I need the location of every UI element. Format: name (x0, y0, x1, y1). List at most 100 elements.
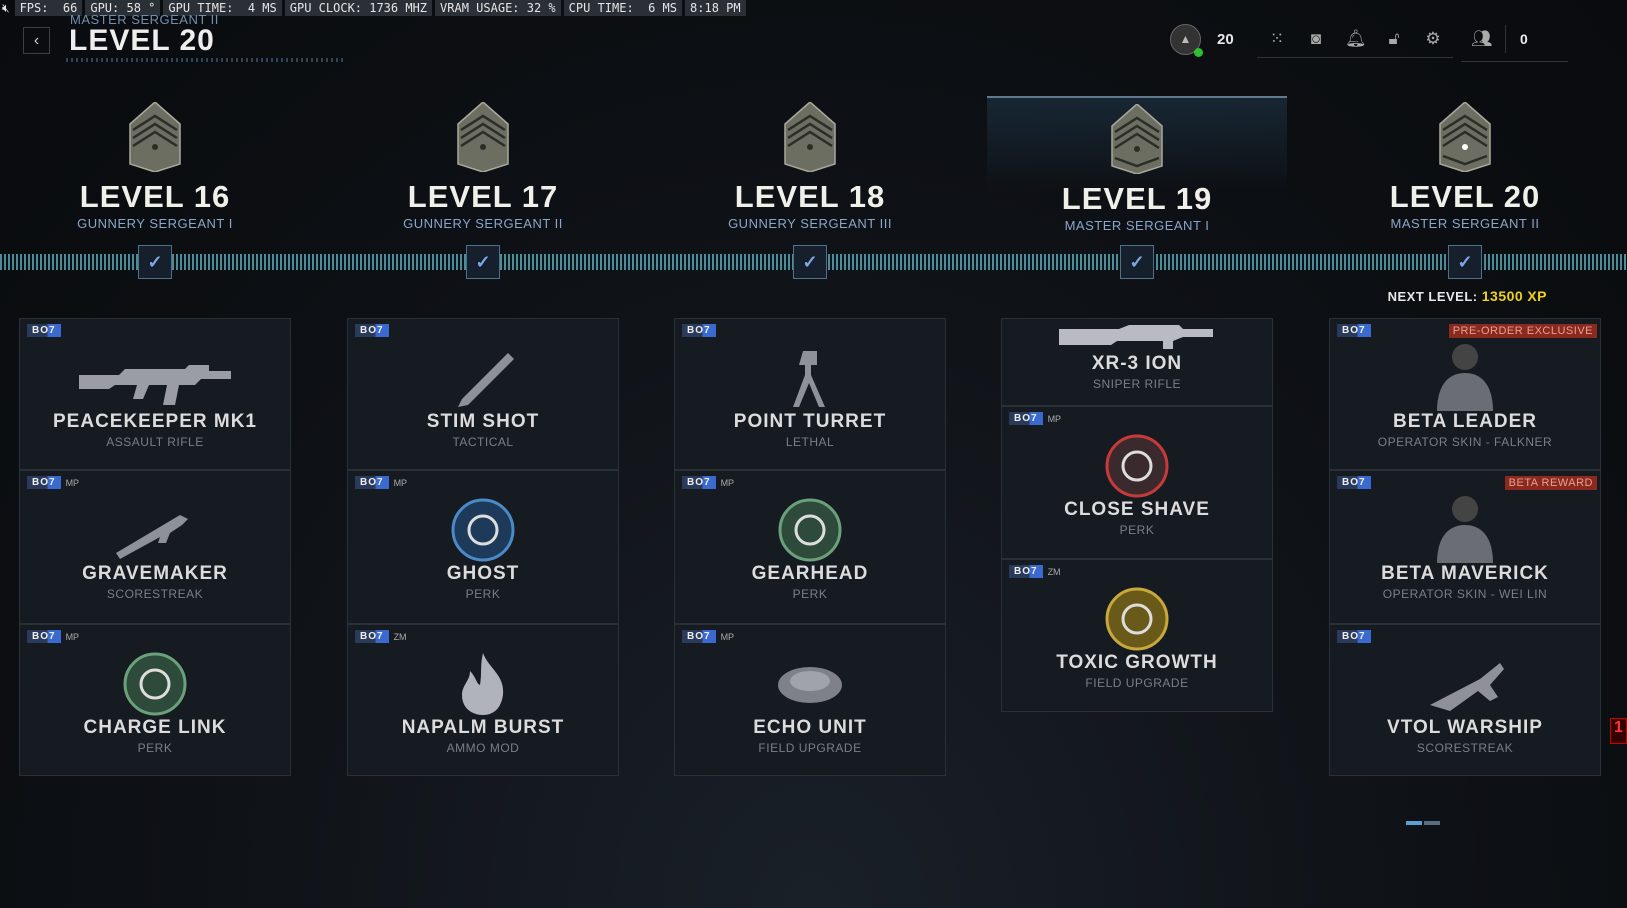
checkmark-icon: ✓ (1457, 251, 1473, 272)
header-decoration (66, 58, 346, 62)
flame-icon (348, 645, 618, 717)
reward-type: FIELD UPGRADE (1085, 676, 1189, 690)
reward-type: PERK (1119, 523, 1155, 537)
reward-name: XR-3 ION (1091, 353, 1183, 374)
checkmark-icon: ✓ (147, 251, 163, 272)
level-title: LEVEL 17 (407, 179, 559, 214)
launcher-icon (20, 491, 290, 563)
reward-type: LETHAL (785, 435, 835, 449)
level-rank: GUNNERY SERGEANT II (403, 216, 563, 231)
vtol-icon (1330, 645, 1600, 717)
mode-tag: MP (720, 477, 735, 488)
rank-chevron-icon (457, 102, 509, 172)
xp-unit: XP (1527, 288, 1547, 304)
reward-name: NAPALM BURST (401, 717, 565, 738)
reward-type: SNIPER RIFLE (1092, 377, 1182, 391)
performance-overlay: 🔇︎ FPS: 66 GPU: 58 ° GPU TIME: 4 MS GPU … (0, 0, 746, 16)
gpu-time: GPU TIME: 4 MS (163, 0, 282, 16)
checkmark-icon: ✓ (475, 251, 491, 272)
reward-type: PERK (137, 741, 173, 755)
perk-red-icon (1002, 427, 1272, 499)
checkmark-icon: ✓ (802, 251, 818, 272)
mode-tag: MP (65, 477, 80, 488)
reward-name: GHOST (446, 563, 520, 584)
reward-card[interactable]: BO7 MP CLOSE SHAVE PERK (1001, 406, 1273, 559)
bell-icon[interactable]: 🔔︎ (1345, 28, 1367, 48)
level-title: LEVEL 16 (79, 179, 231, 214)
reward-name: CHARGE LINK (83, 717, 227, 738)
level-complete-checkbox: ✓ (138, 245, 172, 279)
rank-chevron-icon (784, 102, 836, 172)
page-title: LEVEL 20 (69, 24, 215, 57)
level-rank: MASTER SERGEANT I (1064, 218, 1210, 233)
headset-icon[interactable]: ◙ (1310, 28, 1322, 48)
game-badge: BO7 (1009, 412, 1043, 425)
reward-card[interactable]: BO7 MP GEARHEAD PERK (674, 470, 946, 624)
reward-type: OPERATOR SKIN - WEI LIN (1382, 587, 1548, 601)
level-title: LEVEL 20 (1389, 179, 1541, 214)
syringe-icon (348, 339, 618, 411)
back-button[interactable]: ‹ (23, 27, 50, 54)
game-badge: BO7 (1009, 565, 1043, 578)
friends-icon[interactable]: 👥︎ (1471, 28, 1493, 48)
reward-flag: BETA REWARD (1504, 476, 1597, 490)
reward-type: PERK (792, 587, 828, 601)
mode-tag: MP (720, 631, 735, 642)
mode-tag: MP (65, 631, 80, 642)
vram-usage: VRAM USAGE: 32 % (435, 0, 561, 16)
mode-tag: MP (393, 477, 408, 488)
game-badge: BO7 (27, 476, 61, 489)
game-badge: BO7 (355, 630, 389, 643)
game-badge: BO7 (355, 324, 389, 337)
mute-icon: 🔇︎ (2, 1, 10, 15)
reward-type: AMMO MOD (446, 741, 520, 755)
unlock-icon[interactable]: 🔓︎ (1388, 28, 1400, 48)
next-level-xp: NEXT LEVEL: 13500 XP (1388, 288, 1547, 304)
perk-green-icon (675, 491, 945, 563)
next-level-xp-value: 13500 (1481, 288, 1524, 304)
level-16: LEVEL 16 GUNNERY SERGEANT I (5, 96, 305, 231)
mode-tag: MP (1047, 413, 1062, 424)
rank-chevron-icon (129, 102, 181, 172)
level-rank: GUNNERY SERGEANT I (77, 216, 233, 231)
player-rank-avatar[interactable]: ▲ (1170, 23, 1203, 57)
level-rank: MASTER SERGEANT II (1390, 216, 1540, 231)
gear-icon[interactable]: ⚙ (1425, 28, 1441, 48)
reward-card[interactable]: BO7 MP CHARGE LINK PERK (19, 624, 291, 776)
reward-flag: PRE-ORDER EXCLUSIVE (1448, 324, 1597, 338)
reward-card[interactable]: XR-3 ION SNIPER RIFLE (1001, 318, 1273, 406)
reward-name: CLOSE SHAVE (1064, 499, 1210, 520)
game-badge: BO7 (682, 324, 716, 337)
reward-name: PEACEKEEPER MK1 (53, 411, 257, 432)
game-badge: BO7 (1337, 476, 1371, 489)
game-badge: BO7 (27, 630, 61, 643)
reward-name: POINT TURRET (733, 411, 887, 432)
perk-blue-icon (348, 491, 618, 563)
level-complete-checkbox: ✓ (1448, 245, 1482, 279)
gpu-clock: GPU CLOCK: 1736 MHZ (284, 0, 433, 16)
game-badge: BO7 (682, 476, 716, 489)
page-indicator[interactable] (1406, 821, 1440, 825)
level-complete-checkbox: ✓ (1120, 245, 1154, 279)
level-rank: GUNNERY SERGEANT III (728, 216, 892, 231)
reward-name: VTOL WARSHIP (1387, 717, 1543, 738)
reward-name: BETA LEADER (1393, 411, 1537, 432)
level-complete-checkbox: ✓ (466, 245, 500, 279)
fps: FPS: 66 (14, 0, 83, 16)
cpu-time: CPU TIME: 6 MS (563, 0, 683, 16)
apps-grid-icon[interactable]: ⁙ (1269, 28, 1285, 48)
reward-name: GEARHEAD (751, 563, 869, 584)
